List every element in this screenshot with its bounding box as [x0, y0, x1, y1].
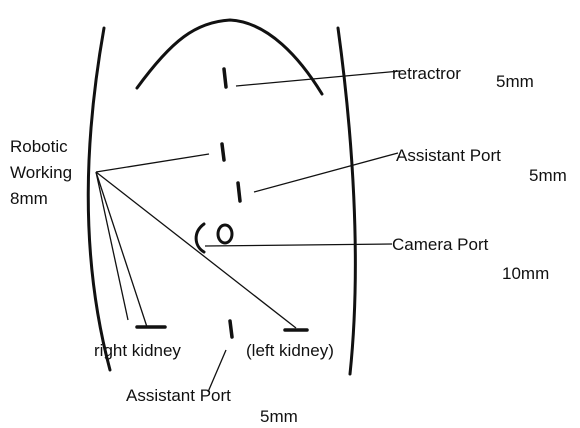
right-kidney-label: right kidney: [94, 341, 181, 360]
robotic-working-label-line1: Robotic: [10, 137, 68, 156]
assistant-port-bottom-size-label: 5mm: [260, 407, 298, 426]
robotic-working-label-line2: Working: [10, 163, 72, 182]
robotic-working-size-label: 8mm: [10, 189, 48, 208]
assistant-port-right-label: Assistant Port: [396, 146, 501, 165]
robotic-working-leader-left-kidney: [96, 172, 296, 328]
camera-port-leader: [205, 244, 392, 246]
assistant-port-bottom-mark: [230, 321, 232, 337]
robotic-working-leader-upper: [96, 154, 209, 172]
costal-margin-outline: [137, 20, 322, 94]
assistant-port-right-leader: [254, 153, 398, 192]
robotic-port-upper-mark: [222, 144, 224, 160]
robotic-working-leader-right-kidney-2: [96, 172, 128, 320]
right-flank-outline: [338, 28, 355, 374]
camera-port-label: Camera Port: [392, 235, 489, 254]
robotic-working-leader-right-kidney: [96, 172, 147, 327]
retractor-leader: [236, 71, 400, 86]
left-kidney-label: (left kidney): [246, 341, 334, 360]
camera-port-mark: [218, 225, 232, 243]
assistant-port-right-size-label: 5mm: [529, 166, 567, 185]
retractor-port-mark: [224, 69, 226, 87]
assistant-port-bottom-label: Assistant Port: [126, 386, 231, 405]
assistant-port-right-mark: [238, 183, 240, 201]
left-flank-outline: [88, 28, 110, 370]
camera-incision-mark: [196, 224, 204, 252]
camera-port-size-label: 10mm: [502, 264, 549, 283]
retractor-size-label: 5mm: [496, 72, 534, 91]
retractor-label: retractror: [392, 64, 461, 83]
